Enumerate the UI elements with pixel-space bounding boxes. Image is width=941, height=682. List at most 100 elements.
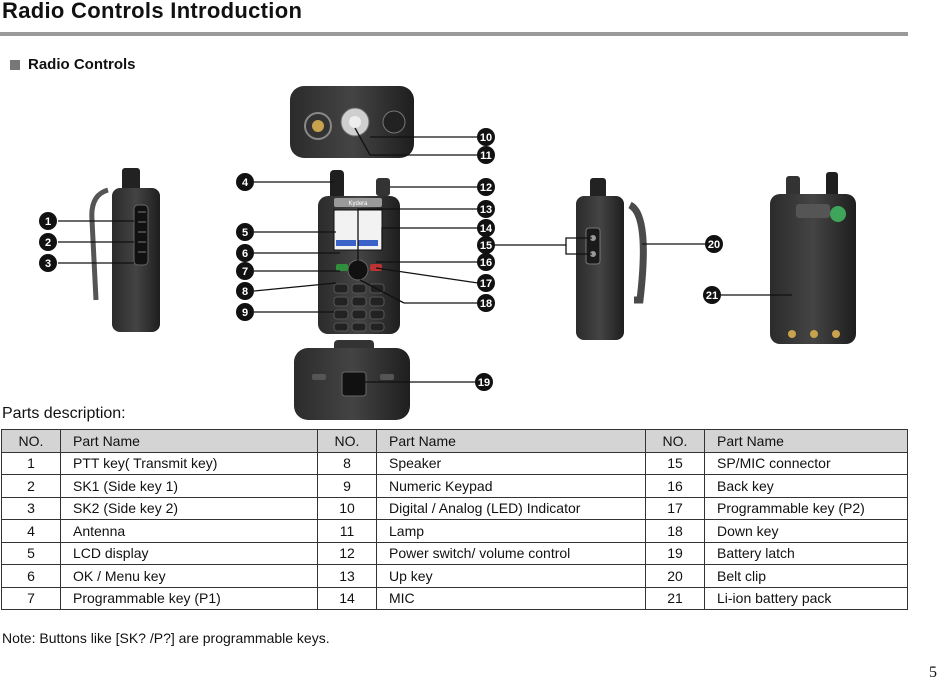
radio-side-view-left xyxy=(89,168,160,332)
part-number-cell: 13 xyxy=(317,564,377,588)
part-number-cell: 2 xyxy=(1,474,61,498)
part-name-cell: SK2 (Side key 2) xyxy=(60,496,318,520)
svg-text:1: 1 xyxy=(45,216,51,228)
svg-text:16: 16 xyxy=(480,257,492,269)
callout-9: 9 xyxy=(236,303,254,321)
callout-13: 13 xyxy=(477,200,495,218)
callout-11: 11 xyxy=(477,146,495,164)
part-number-cell: 12 xyxy=(317,541,377,565)
part-number-cell: 15 xyxy=(645,451,705,475)
svg-text:19: 19 xyxy=(478,377,490,389)
part-name-cell: PTT key( Transmit key) xyxy=(60,451,318,475)
svg-text:12: 12 xyxy=(480,182,492,194)
svg-text:21: 21 xyxy=(706,290,718,302)
part-number-cell: 21 xyxy=(645,586,705,610)
part-name-cell: Back key xyxy=(704,474,908,498)
callout-10: 10 xyxy=(477,128,495,146)
part-name-cell: LCD display xyxy=(60,541,318,565)
part-name-cell: Digital / Analog (LED) Indicator xyxy=(376,496,646,520)
part-number-cell: 11 xyxy=(317,519,377,543)
part-number-cell: 19 xyxy=(645,541,705,565)
leader-lines xyxy=(58,127,792,383)
callout-18: 18 xyxy=(477,294,495,312)
part-name-cell: Up key xyxy=(376,564,646,588)
callout-16: 16 xyxy=(477,253,495,271)
part-number-cell: 6 xyxy=(1,564,61,588)
svg-text:13: 13 xyxy=(480,204,492,216)
header-no: NO. xyxy=(317,429,377,453)
svg-text:3: 3 xyxy=(45,258,51,270)
svg-text:5: 5 xyxy=(242,227,248,239)
radio-front-view: Kydera xyxy=(318,170,400,334)
part-number-cell: 7 xyxy=(1,586,61,610)
callout-15: 15 xyxy=(477,236,495,254)
callout-12: 12 xyxy=(477,178,495,196)
svg-text:18: 18 xyxy=(480,298,492,310)
svg-text:4: 4 xyxy=(242,177,249,189)
part-name-cell: Antenna xyxy=(60,519,318,543)
radio-top-view xyxy=(290,86,414,158)
part-number-cell: 8 xyxy=(317,451,377,475)
svg-text:10: 10 xyxy=(480,132,492,144)
callout-20: 20 xyxy=(705,235,723,253)
callout-14: 14 xyxy=(477,219,495,237)
svg-text:11: 11 xyxy=(480,150,492,162)
part-number-cell: 4 xyxy=(1,519,61,543)
callout-2: 2 xyxy=(39,233,57,251)
part-name-cell: SP/MIC connector xyxy=(704,451,908,475)
parts-table-header-row: NO. Part Name NO. Part Name NO. Part Nam… xyxy=(1,429,908,453)
header-part-name: Part Name xyxy=(376,429,646,453)
part-number-cell: 9 xyxy=(317,474,377,498)
part-name-cell: Li-ion battery pack xyxy=(704,586,908,610)
part-number-cell: 20 xyxy=(645,564,705,588)
part-number-cell: 5 xyxy=(1,541,61,565)
part-number-cell: 10 xyxy=(317,496,377,520)
svg-text:7: 7 xyxy=(242,266,248,278)
callout-17: 17 xyxy=(477,274,495,292)
callout-5: 5 xyxy=(236,223,254,241)
svg-text:2: 2 xyxy=(45,237,51,249)
parts-description-label: Parts description: xyxy=(2,405,126,422)
part-name-cell: Battery latch xyxy=(704,541,908,565)
callout-7: 7 xyxy=(236,262,254,280)
part-number-cell: 17 xyxy=(645,496,705,520)
callout-1: 1 xyxy=(39,212,57,230)
section-heading-text: Radio Controls xyxy=(28,56,136,73)
part-name-cell: MIC xyxy=(376,586,646,610)
svg-text:14: 14 xyxy=(480,223,493,235)
part-name-cell: Belt clip xyxy=(704,564,908,588)
part-name-cell: Down key xyxy=(704,519,908,543)
callout-markers: 1 2 3 4 5 6 7 8 9 10 11 12 13 14 15 16 1… xyxy=(39,128,723,391)
svg-text:17: 17 xyxy=(480,278,492,290)
part-name-cell: Numeric Keypad xyxy=(376,474,646,498)
title-rule xyxy=(0,32,908,36)
svg-text:6: 6 xyxy=(242,248,248,260)
callout-4: 4 xyxy=(236,173,254,191)
part-name-cell: Lamp xyxy=(376,519,646,543)
page-title: Radio Controls Introduction xyxy=(2,0,303,23)
part-number-cell: 18 xyxy=(645,519,705,543)
part-name-cell: SK1 (Side key 1) xyxy=(60,474,318,498)
part-number-cell: 3 xyxy=(1,496,61,520)
callout-6: 6 xyxy=(236,244,254,262)
svg-text:20: 20 xyxy=(708,239,720,251)
radio-bottom-view xyxy=(294,340,410,420)
square-bullet-icon xyxy=(10,59,20,70)
header-no: NO. xyxy=(1,429,61,453)
part-name-cell: Programmable key (P1) xyxy=(60,586,318,610)
svg-text:15: 15 xyxy=(480,240,492,252)
part-number-cell: 16 xyxy=(645,474,705,498)
svg-text:8: 8 xyxy=(242,286,248,298)
header-part-name: Part Name xyxy=(60,429,318,453)
page-number: 5 xyxy=(929,664,937,681)
radio-controls-figure: Kydera xyxy=(39,86,856,420)
brand-label: Kydera xyxy=(348,201,368,207)
part-number-cell: 1 xyxy=(1,451,61,475)
callout-19: 19 xyxy=(475,373,493,391)
